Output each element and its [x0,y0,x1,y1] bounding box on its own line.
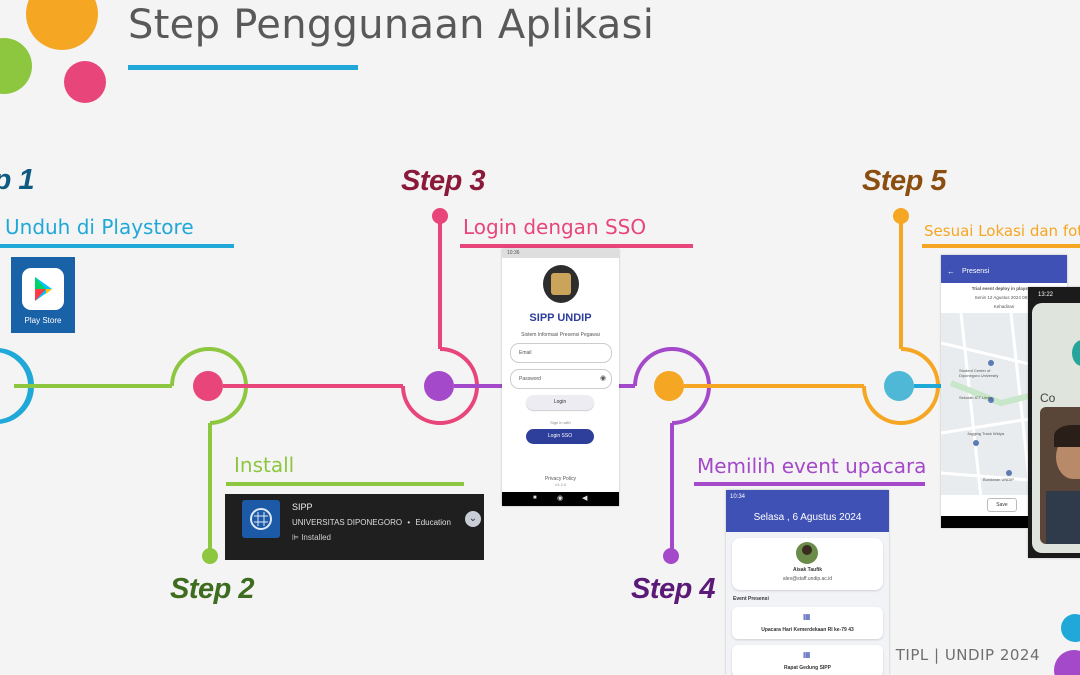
sign-in-with-text: Sign in with [550,420,571,425]
map-label-jogging: Jogging Track Widya [967,431,1005,436]
step2-caption: Install [234,453,295,477]
back-arrow-icon[interactable]: ← [947,267,955,276]
login-button[interactable]: Login [526,395,594,410]
install-publisher-row: UNIVERSITAS DIPONEGORO • Education [292,518,451,527]
step5-caption: Sesuai Lokasi dan foto [924,222,1080,240]
install-publisher: UNIVERSITAS DIPONEGORO [292,518,403,527]
install-app-name: SIPP [292,502,313,512]
decor-circle-purple-small [1054,650,1080,675]
decor-circle-green [0,38,32,94]
title-underline [128,65,358,70]
avatar [796,542,818,564]
step2-end-dot [202,548,218,564]
step2-label: Step 2 [170,573,255,605]
installed-icon: ⊫ [292,533,299,542]
eye-icon[interactable]: ◉ [600,375,607,382]
camera-screen: 13:22 Co [1028,287,1080,558]
step3-caption: Login dengan SSO [463,215,647,239]
nav-home-icon[interactable]: ◉ [557,495,564,502]
step5-label: Step 5 [862,165,947,197]
step1-label: Step 1 [0,164,35,196]
playstore-label: Play Store [24,316,62,325]
step4-label: Step 4 [631,573,716,605]
login-screen: 10:36 SIPP UNDIP Sistem Informasi Presen… [502,249,619,506]
step4-end-dot [663,548,679,564]
event-screen: 10:34 Selasa , 6 Agustus 2024 Aisak Tauf… [726,490,889,675]
user-email: alex@staff.undip.ac.id [782,576,833,582]
presensi-header: ← Presensi [941,255,1067,283]
event-status-time: 10:34 [730,494,746,500]
email-placeholder: Email [519,350,532,356]
login-app-title: SIPP UNDIP [529,312,592,324]
presensi-event-text: Trial event deploy in playstore [971,286,1037,291]
event-item-2-label: Rapat Gedung SIPP [784,665,831,671]
calendar-icon: ▦ [803,612,811,621]
email-field[interactable]: Email [510,343,612,363]
step1-caption: Unduh di Playstore [5,215,194,239]
step5-end-dot [893,208,909,224]
login-status-bar: 10:36 [502,249,619,258]
password-field[interactable]: Password ◉ [510,369,612,389]
step4-caption: Memilih event upacara [697,454,927,478]
step4-caption-underline [694,482,925,486]
login-sso-button[interactable]: Login SSO [526,429,594,444]
playstore-icon [22,268,64,310]
android-nav-bar: ■ ◉ ◀ [502,492,619,506]
step1-caption-underline [0,244,234,248]
install-card[interactable]: SIPP UNIVERSITAS DIPONEGORO • Education … [225,494,484,560]
login-status-time: 10:36 [507,250,520,256]
decor-circle-blue-small [1061,614,1080,642]
page-title: Step Penggunaan Aplikasi [128,2,655,48]
camera-status-time: 13:22 [1038,292,1054,298]
save-button[interactable]: Save [987,498,1017,512]
install-status: Installed [301,533,331,542]
calendar-icon: ▦ [803,650,811,659]
decor-circle-pink [64,61,106,103]
step2-node [193,371,223,401]
event-item-2[interactable]: ▦ Rapat Gedung SIPP [732,645,883,675]
camera-panel: Co [1032,303,1080,553]
install-category: Education [415,518,451,527]
nav-back-icon[interactable]: ◀ [582,495,588,502]
presensi-title: Presensi [962,268,990,275]
step2-caption-underline [226,482,464,486]
event-section-title: Event Presensi [733,596,769,602]
nav-recents-icon[interactable]: ■ [533,495,537,501]
step5-caption-underline [922,244,1080,248]
presensi-date-text: Senin 12 Agustus 2024 09:00 [974,295,1034,300]
footer-text: TIPL | UNDIP 2024 [895,646,1040,664]
map-label-bundaran: Bundaran UNDIP [983,477,1014,482]
step5-node [884,371,914,401]
sipp-app-icon [242,500,280,538]
step3-label: Step 3 [401,165,486,197]
map-label-ict: Sekolah ICT Undip [959,395,993,400]
user-name: Aisak Taufik [792,567,823,573]
event-date-header: Selasa , 6 Agustus 2024 [753,512,862,523]
step3-caption-underline [460,244,693,248]
install-status-row: ⊫ Installed [292,533,331,542]
step3-end-dot [432,208,448,224]
camera-text: Co [1040,391,1056,405]
step4-node [654,371,684,401]
privacy-policy-link[interactable]: Privacy Policy [544,476,577,482]
event-item-1-label: Upacara Hari Kemerdekaan RI ke-79 43 [761,627,854,633]
password-placeholder: Password [519,376,541,382]
playstore-tile[interactable]: Play Store [11,257,75,333]
map-label-student-center: Student Center of Diponegoro University [959,368,999,378]
app-version: V4.2.6 [554,482,567,487]
step3-node [424,371,454,401]
selfie-photo [1040,407,1080,544]
undip-logo [543,265,579,303]
event-header: 10:34 Selasa , 6 Agustus 2024 [726,490,889,532]
login-subtitle: Sistem Informasi Presensi Pegawai [521,332,600,338]
decor-circle-orange [26,0,98,50]
install-expand-button[interactable]: ⌄ [465,511,481,527]
camera-badge-icon [1072,340,1080,366]
presensi-mode: Kehadiran [993,304,1015,309]
event-item-1[interactable]: ▦ Upacara Hari Kemerdekaan RI ke-79 43 [732,607,883,639]
user-card: Aisak Taufik alex@staff.undip.ac.id [732,538,883,590]
